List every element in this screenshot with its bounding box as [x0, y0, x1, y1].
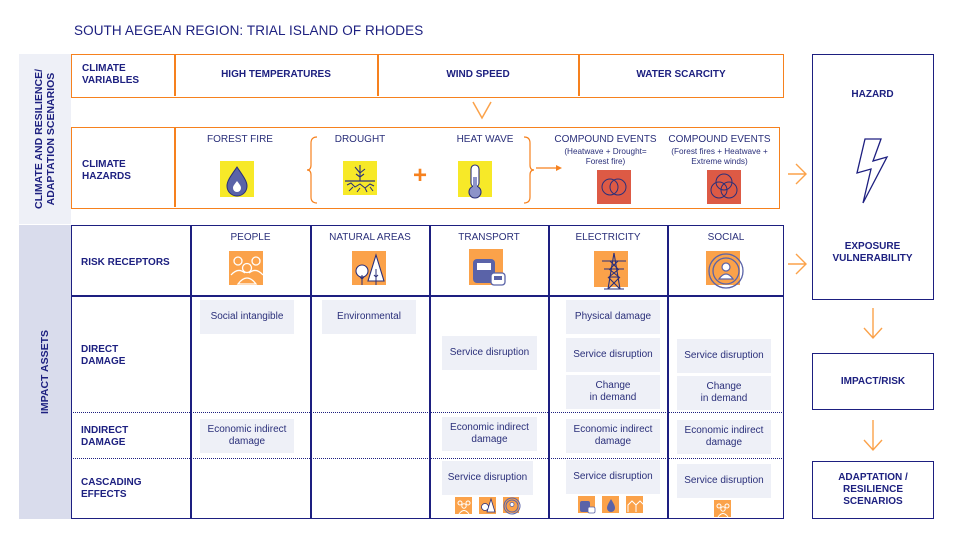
side-label-climate: CLIMATE AND RESILIENCE/ ADAPTATION SCENA…	[33, 68, 57, 210]
arrow-right-icon	[536, 165, 562, 171]
hazard-heat-wave-label: HEAT WAVE	[456, 134, 514, 145]
person-circle-icon	[503, 497, 521, 515]
vehicles-icon	[469, 249, 506, 286]
people-icon	[229, 251, 264, 285]
hazard-forest-fire-label: FOREST FIRE	[207, 134, 273, 145]
tag-social-service-disruption: Service disruption	[677, 339, 771, 373]
impact-assets-grid	[71, 225, 784, 519]
row-label-risk-receptors: RISK RECEPTORS	[81, 257, 170, 268]
tag-natural-environmental: Environmental	[322, 300, 416, 334]
arrow-right-icon	[788, 253, 807, 275]
trees-icon	[479, 497, 496, 514]
tag-electricity-cascading: Service disruption	[566, 460, 660, 494]
people-icon	[714, 500, 731, 518]
water-drop-icon	[602, 496, 619, 513]
tag-people-economic-indirect: Economic indirect damage	[200, 419, 294, 453]
hazard-compound-2-sub1: (Forest fires + Heatwave +	[671, 147, 768, 156]
side-band-impact: IMPACT ASSETS	[19, 225, 71, 519]
tag-electricity-economic-indirect: Economic indirect damage	[566, 419, 660, 453]
dry-soil-plant-icon	[343, 161, 377, 195]
arrow-down-icon	[863, 308, 883, 340]
three-circles-icon	[707, 170, 741, 204]
tag-social-economic-indirect: Economic indirect damage	[677, 420, 771, 454]
trees-icon	[352, 251, 386, 285]
variable-wind-speed: WIND SPEED	[446, 69, 510, 80]
arrow-down-icon	[863, 420, 883, 452]
tag-transport-economic-indirect: Economic indirect damage	[442, 417, 537, 451]
tag-electricity-change-in-demand: Change in demand	[566, 375, 660, 409]
hazard-compound-2-sub2: Extreme winds)	[691, 157, 748, 166]
tag-social-cascading: Service disruption	[677, 464, 771, 498]
variable-water-scarcity: WATER SCARCITY	[636, 69, 726, 80]
hazard-compound-1-label: COMPOUND EVENTS	[554, 134, 657, 145]
flame-icon	[220, 161, 254, 197]
houses-icon	[626, 496, 644, 513]
receptor-transport-label: TRANSPORT	[458, 232, 520, 243]
two-circles-icon	[597, 170, 631, 204]
vehicles-icon	[578, 496, 596, 514]
tag-people-social-intangible: Social intangible	[200, 300, 294, 334]
side-band-climate: CLIMATE AND RESILIENCE/ ADAPTATION SCENA…	[19, 54, 71, 224]
impact-risk-label: IMPACT/RISK	[840, 375, 906, 387]
electricity-cascading-icons	[578, 496, 644, 514]
page-title: SOUTH AEGEAN REGION: TRIAL ISLAND OF RHO…	[74, 23, 424, 38]
receptor-people-label: PEOPLE	[230, 232, 271, 243]
arrow-down-icon	[472, 101, 492, 120]
hazard-compound-1-sub1: (Heatwave + Drought=	[564, 147, 647, 156]
hazard-label: HAZARD	[851, 89, 894, 100]
hazard-compound-2-label: COMPOUND EVENTS	[668, 134, 771, 145]
hazard-compound-1-sub2: Forest fire)	[585, 157, 626, 166]
receptor-natural-areas-label: NATURAL AREAS	[329, 232, 411, 243]
arrow-right-icon	[788, 163, 807, 185]
hazard-drought-label: DROUGHT	[334, 134, 386, 145]
receptor-electricity-label: ELECTRICITY	[575, 232, 641, 243]
people-icon	[455, 497, 472, 515]
receptor-social-label: SOCIAL	[707, 232, 745, 243]
person-circle-icon	[706, 251, 744, 289]
tag-transport-service-disruption: Service disruption	[442, 336, 537, 370]
thermometer-icon	[458, 161, 492, 199]
tag-social-change-in-demand: Change in demand	[677, 376, 771, 410]
side-label-impact: IMPACT ASSETS	[39, 329, 51, 415]
brace-left-icon	[306, 136, 318, 204]
power-pylon-icon	[594, 251, 628, 290]
variable-high-temperatures: HIGH TEMPERATURES	[221, 69, 331, 80]
tag-electricity-physical-damage: Physical damage	[566, 300, 660, 334]
tag-electricity-service-disruption: Service disruption	[566, 338, 660, 372]
social-cascading-icons	[714, 500, 732, 523]
plus-sign: +	[413, 162, 428, 189]
lightning-icon	[856, 138, 889, 204]
impact-risk-box: IMPACT/RISK	[812, 353, 934, 410]
transport-cascading-icons	[455, 497, 521, 515]
tag-transport-cascading: Service disruption	[442, 461, 533, 495]
brace-right-icon	[523, 136, 535, 204]
